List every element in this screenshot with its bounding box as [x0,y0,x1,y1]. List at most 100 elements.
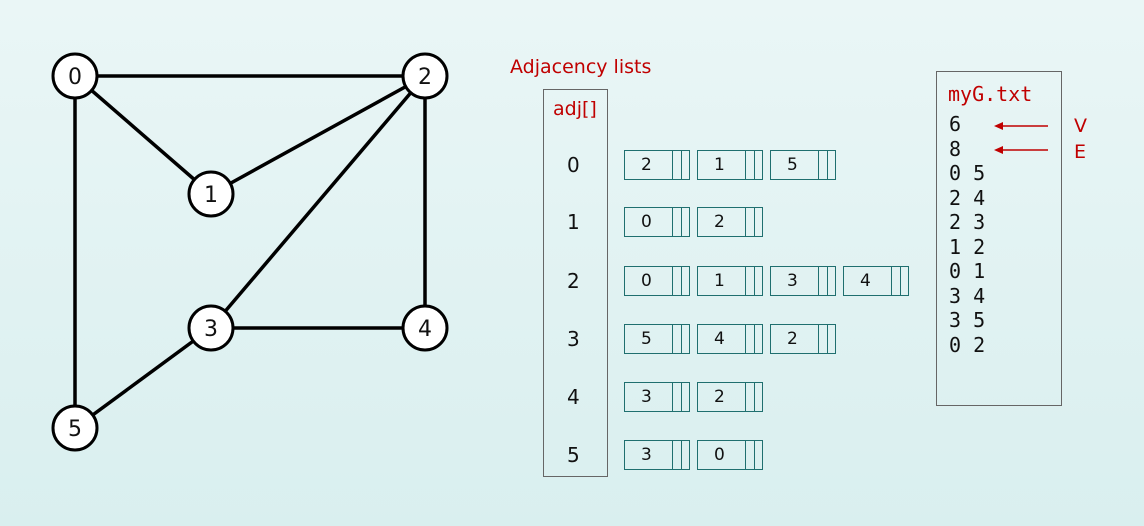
list-node-pointer [819,325,828,353]
list-node-pointer [673,208,682,236]
adj-index-1: 1 [567,210,580,234]
file-line: 3 5 [949,308,986,332]
list-node-value: 5 [771,151,819,179]
vertex-label: 0 [68,65,82,90]
list-node: 2 [770,324,836,354]
list-node: 4 [697,324,763,354]
list-node: 5 [624,324,690,354]
list-node-pointer-end [682,441,690,469]
vertex-label: 1 [204,183,218,208]
list-node-pointer [673,383,682,411]
list-node-pointer [746,441,755,469]
vertex-circle [401,304,449,352]
file-title: myG.txt [948,82,1033,106]
file-line: 8 [949,136,962,161]
list-node: 1 [697,266,763,296]
list-node-pointer [746,151,755,179]
adj-array-label: adj[] [553,98,597,120]
list-node: 3 [624,382,690,412]
file-line: 0 2 [949,332,986,357]
list-node-pointer-end [755,267,763,295]
list-node: 0 [624,207,690,237]
adj-index-2: 2 [567,269,580,293]
vertex-circle [187,304,235,352]
vertex-label: 4 [418,317,432,342]
list-node-pointer [746,383,755,411]
e-label: E [1074,141,1087,163]
vertex-circle [51,52,99,100]
list-node-value: 2 [698,208,746,236]
edge-0-1 [73,74,213,196]
list-node-pointer [746,267,755,295]
list-node-pointer [673,441,682,469]
vertex-0: 0 [51,52,99,100]
vertex-label: 5 [68,417,82,442]
list-node-value: 2 [698,383,746,411]
list-node-value: 0 [625,267,673,295]
list-node-pointer-end [682,383,690,411]
edge-3-5 [73,326,213,430]
file-line: 0 5 [949,161,986,185]
list-node: 3 [770,266,836,296]
list-node-pointer [673,325,682,353]
list-node-value: 3 [625,383,673,411]
vertex-4: 4 [401,304,449,352]
list-node-pointer-end [755,325,763,353]
adj-index-3: 3 [567,327,580,351]
list-node: 2 [697,382,763,412]
list-node-value: 3 [625,441,673,469]
list-node: 5 [770,150,836,180]
list-node-pointer [746,208,755,236]
edge-2-3 [209,74,427,330]
list-node-pointer [892,267,901,295]
list-node: 3 [624,440,690,470]
list-node-pointer [746,325,755,353]
list-node-pointer [673,151,682,179]
adj-index-4: 4 [567,385,580,409]
list-node: 0 [624,266,690,296]
vertex-circle [51,404,99,452]
list-node-value: 4 [698,325,746,353]
list-node-value: 1 [698,151,746,179]
adjacency-lists-title: Adjacency lists [510,56,652,78]
vertex-2: 2 [401,52,449,100]
edge-1-2 [210,74,426,196]
vertex-3: 3 [187,304,235,352]
list-node-pointer-end [682,151,690,179]
adj-index-0: 0 [567,153,580,177]
list-node-pointer-end [901,267,909,295]
vertex-5: 5 [51,404,99,452]
v-label: V [1074,115,1087,137]
file-line: 2 4 [949,185,986,210]
graph-edges [73,74,427,430]
list-node-value: 0 [698,441,746,469]
list-node-pointer-end [755,383,763,411]
list-node-pointer [819,267,828,295]
list-node-value: 5 [625,325,673,353]
list-node-pointer-end [828,267,836,295]
list-node-pointer-end [682,325,690,353]
list-node-value: 1 [698,267,746,295]
list-node: 4 [843,266,909,296]
list-node-pointer [673,267,682,295]
list-node-value: 0 [625,208,673,236]
file-line: 2 3 [949,210,986,234]
list-node-pointer-end [755,151,763,179]
vertex-1: 1 [187,170,235,218]
file-line: 1 2 [949,234,986,259]
list-node-pointer-end [682,208,690,236]
list-node-pointer-end [755,208,763,236]
list-node-value: 3 [771,267,819,295]
file-line: 3 4 [949,283,986,308]
list-node: 2 [624,150,690,180]
list-node-pointer-end [828,151,836,179]
vertex-label: 3 [204,317,218,342]
list-node-pointer-end [682,267,690,295]
list-node-value: 2 [771,325,819,353]
file-line: 0 1 [949,259,986,283]
list-node-pointer-end [755,441,763,469]
list-node-pointer-end [828,325,836,353]
